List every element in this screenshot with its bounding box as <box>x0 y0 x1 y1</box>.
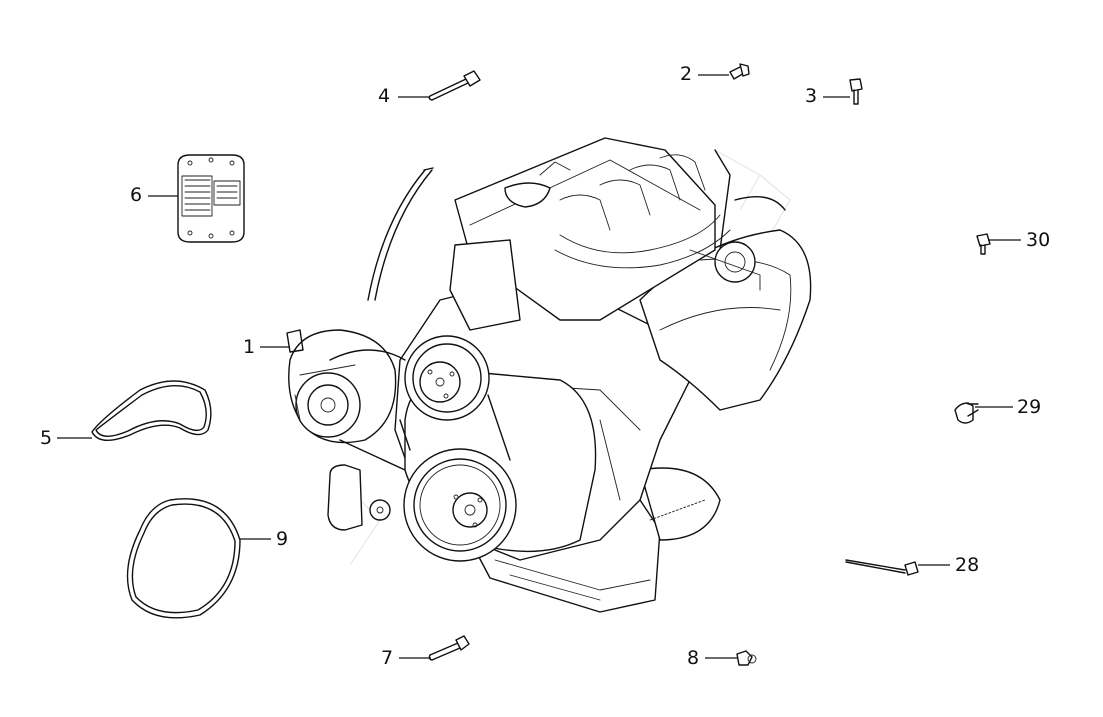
part-28-stud <box>845 559 919 576</box>
callout-30: 30 <box>1026 229 1051 251</box>
crankshaft-pulley <box>403 448 517 562</box>
water-pump-pulley <box>404 335 490 421</box>
part-2-bolt <box>729 63 750 80</box>
callout-6: 6 <box>130 184 143 206</box>
callout-8: 8 <box>687 647 700 669</box>
part-29-plug <box>954 402 979 424</box>
part-7-bolt <box>428 635 470 661</box>
part-8-bolt <box>736 650 757 666</box>
callout-28: 28 <box>955 554 980 576</box>
callout-29: 29 <box>1017 396 1042 418</box>
alternator <box>286 329 397 444</box>
callout-3: 3 <box>805 85 818 107</box>
callout-9: 9 <box>276 528 289 550</box>
leader-lines <box>57 74 1021 659</box>
callout-4: 4 <box>378 85 391 107</box>
part-5-belt <box>91 380 212 441</box>
callout-5: 5 <box>40 427 53 449</box>
engine-assembly <box>286 137 812 613</box>
callout-1: 1 <box>243 336 256 358</box>
callout-2: 2 <box>680 63 693 85</box>
part-9-belt <box>126 498 241 619</box>
part-4-long-bolt <box>428 70 481 101</box>
part-6-ecu <box>177 154 245 243</box>
part-30-bolt <box>976 233 991 255</box>
callout-7: 7 <box>381 647 394 669</box>
part-3-bolt <box>849 78 863 105</box>
